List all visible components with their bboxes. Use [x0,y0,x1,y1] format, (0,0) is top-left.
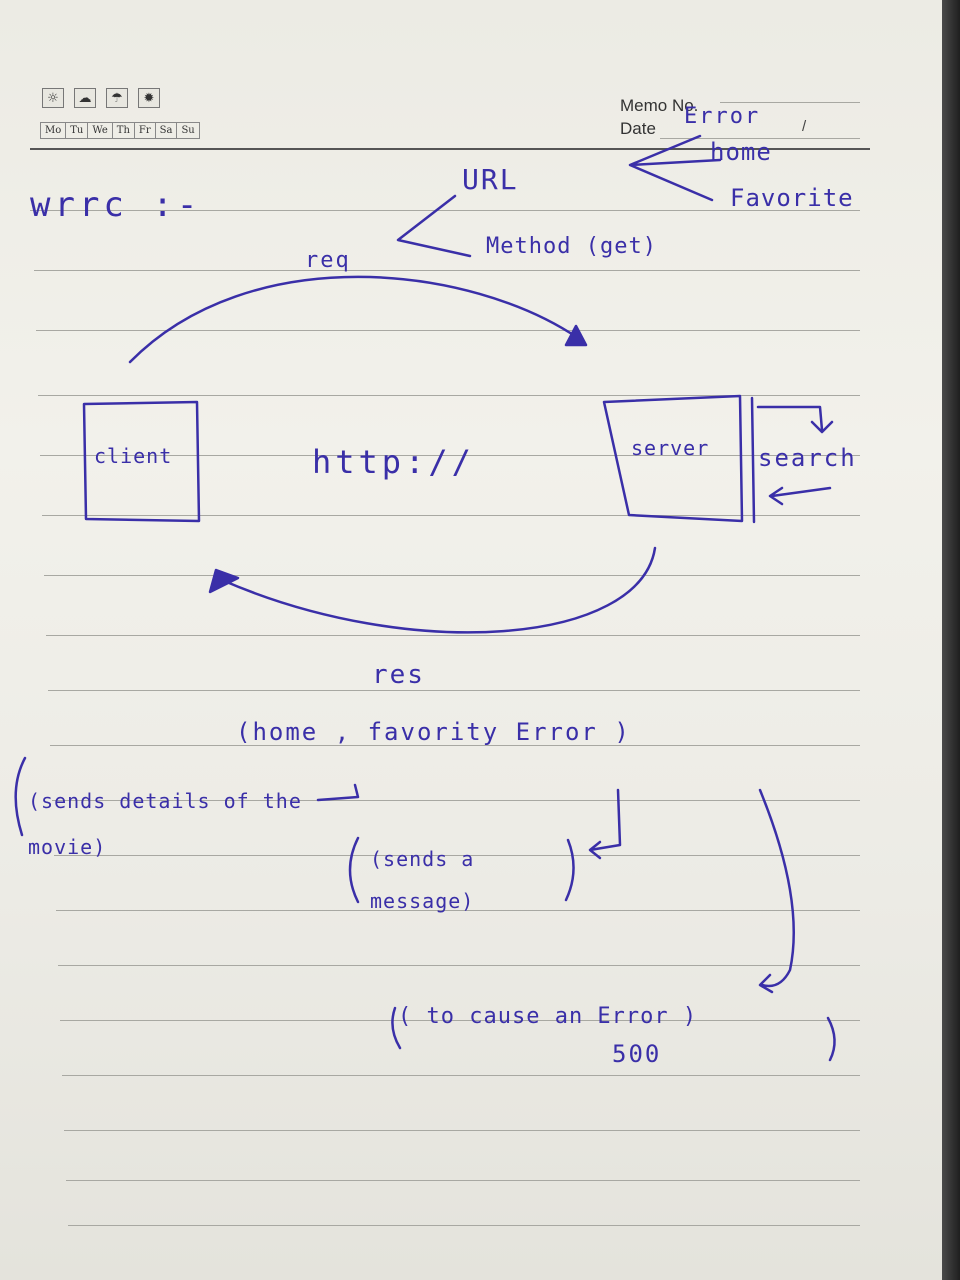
ruled-line [50,745,860,746]
response-label: res [372,660,425,690]
error-note-arrow [758,788,795,994]
weekday: Sa [155,122,178,139]
url-example-home: home [710,138,772,166]
weekday: We [88,122,113,139]
message-note-bracket-right [564,838,575,902]
ruled-line [46,635,860,636]
url-examples-bracket [628,134,722,202]
error-note-bracket-left [391,1006,402,1050]
ruled-line [52,800,860,801]
response-items: (home , favority Error ) [236,718,631,746]
movie-note-arrow [316,783,360,802]
weekday: Su [177,122,200,139]
ruled-line [62,1075,860,1076]
ruled-line [68,1225,860,1226]
message-note: (sends a message) [370,838,560,922]
ruled-line [64,1130,860,1131]
request-label: req [305,248,351,273]
server-box [602,394,744,523]
ruled-line [48,690,860,691]
url-example-favorite: Favorite [730,184,854,212]
client-label: client [94,444,173,468]
notebook-cover-edge [942,0,960,1280]
ruled-line [30,210,860,211]
request-arrow [128,275,580,364]
search-arrow-bottom [768,486,832,506]
header-rule [30,148,870,150]
date-label: Date [620,119,656,138]
search-label: search [758,444,857,472]
ruled-line [44,575,860,576]
ruled-line [56,910,860,911]
date-underline [660,138,860,139]
error-code: 500 [612,1040,662,1068]
response-arrow [220,546,657,634]
search-arrow-top [756,405,834,434]
ruled-line [36,330,860,331]
message-note-text: (sends a message) [370,847,475,913]
method-label: Method (get) [486,234,657,259]
weekday: Fr [134,122,156,139]
ruled-line [38,395,860,396]
response-arrowhead [208,568,240,594]
ruled-line [66,1180,860,1181]
page-title: wrrc :- [30,185,202,225]
message-note-arrow [588,788,622,860]
ruled-line [34,270,860,271]
sun-icon: ☼ [42,88,64,108]
url-label: URL [462,163,519,196]
client-box [82,400,201,523]
movie-note-bracket [14,756,27,837]
error-note: ( to cause an Error ) [398,1004,698,1029]
memo-underline [720,102,860,103]
weekday-selector: Mo Tu We Th Fr Sa Su [40,122,200,139]
date-separator: / [802,118,807,135]
weekday: Mo [40,122,67,139]
ruled-line [60,1020,860,1021]
ruled-line [40,455,860,456]
bright-sun-icon: ✹ [138,88,160,108]
ruled-line [54,855,860,856]
movie-note: (sends details of the movie) [28,778,328,870]
movie-note-text: (sends details of the movie) [28,789,302,859]
request-arrowhead [564,324,588,347]
rain-icon: ☂ [106,88,128,108]
ruled-line [42,515,860,516]
weather-icons: ☼ ☁ ☂ ✹ [42,88,160,108]
server-label: server [631,436,710,460]
weekday: Th [112,122,135,139]
protocol-label: http:// [312,443,475,481]
memo-number-label: Memo No. [620,96,699,115]
url-method-bracket [396,194,472,258]
partly-cloudy-icon: ☁ [74,88,96,108]
url-example-error: Error [684,104,761,129]
weekday: Tu [66,122,89,139]
error-note-bracket-right [826,1016,836,1062]
ruled-line [58,965,860,966]
message-note-bracket-left [348,836,360,904]
